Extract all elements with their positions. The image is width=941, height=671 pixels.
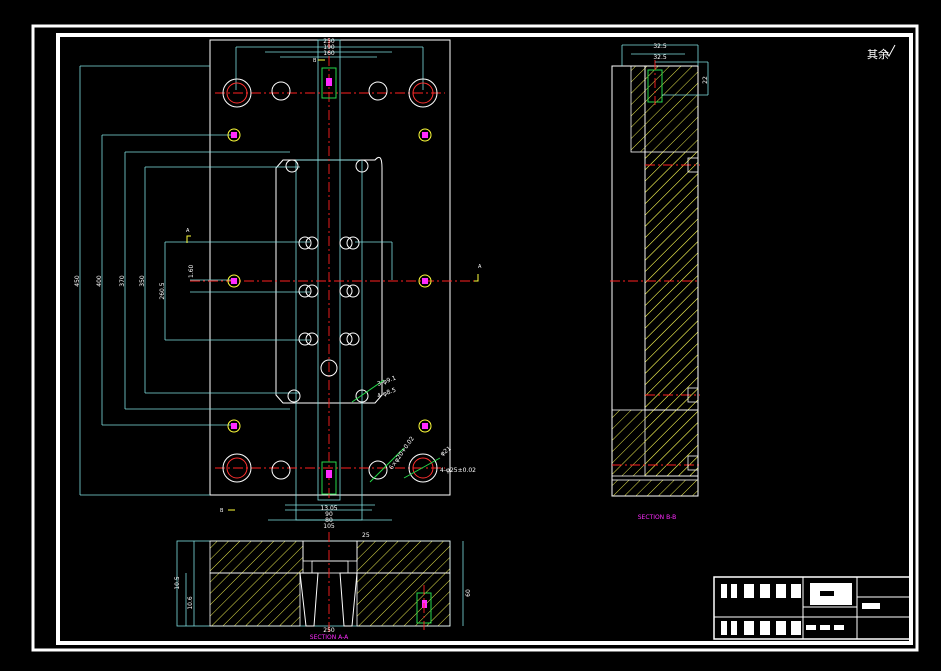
callout-tol-a: 6×φ20+0.02 <box>388 435 416 471</box>
outer-frame <box>31 24 919 652</box>
guide-hole-tl <box>222 78 252 108</box>
dim-bot-1: 90 <box>325 511 333 518</box>
section-marker-b1: B <box>220 508 224 514</box>
bottom-dim-4: 10.6 <box>187 596 194 610</box>
dim-left-4: 260.5 <box>159 282 166 299</box>
section-b-label: SECTION B-B <box>638 514 677 521</box>
screw-hole-3 <box>271 460 291 480</box>
side-dim-0: 32.5 <box>653 43 667 50</box>
side-dim-2: 22 <box>702 76 709 84</box>
section-marker-b2: B <box>313 58 317 64</box>
bottom-section-view: 250 25 60 10.5 10.6 SECTION A-A <box>174 532 472 641</box>
dim-top-2: 160 <box>323 50 335 57</box>
dim-bot-3: 105 <box>323 523 335 530</box>
bottom-dim-3: 10.5 <box>174 576 181 590</box>
callout-small-a: φ21 <box>439 445 453 457</box>
callout-small-b: 1.60 <box>188 264 195 278</box>
dim-bot-0: 13.05 <box>320 505 337 512</box>
callout-tol-b: 4-φ25±0.02 <box>440 467 476 474</box>
guide-hole-br <box>408 453 438 483</box>
dim-top-1: 190 <box>323 44 335 51</box>
section-a-label: SECTION A-A <box>310 634 349 641</box>
plan-view: 250 190 160 450 400 370 350 260.5 13.05 … <box>74 38 482 530</box>
bottom-dim-2: 60 <box>465 589 472 597</box>
side-dim-1: 32.5 <box>653 54 667 61</box>
screw-hole-1 <box>271 81 291 101</box>
dim-left-0: 450 <box>74 275 81 287</box>
section-marker-a2: A <box>478 264 482 270</box>
dim-left-2: 370 <box>119 275 126 287</box>
side-section-view: 32.5 32.5 22 SECTION B-B <box>610 43 709 521</box>
bottom-dim-1: 25 <box>362 532 370 539</box>
surface-finish-mark: 其余 <box>867 47 889 61</box>
callout-hole-b: 4-φ8.5 <box>376 387 397 400</box>
dim-top-0: 250 <box>323 38 335 45</box>
dim-left-1: 400 <box>96 275 103 287</box>
section-marker-a1: A <box>186 228 190 234</box>
title-block <box>713 576 911 640</box>
guide-hole-tr <box>408 78 438 108</box>
dim-left-3: 350 <box>139 275 146 287</box>
dim-bot-2: 80 <box>325 517 333 524</box>
bottom-dim-0: 250 <box>323 627 335 634</box>
finish-symbol-icon <box>884 44 896 57</box>
screw-hole-2 <box>368 81 388 101</box>
insert-outline <box>275 156 383 404</box>
guide-hole-bl <box>222 453 252 483</box>
screw-hole-4 <box>368 460 388 480</box>
inner-frame <box>56 33 913 645</box>
plate-outline <box>209 39 451 496</box>
